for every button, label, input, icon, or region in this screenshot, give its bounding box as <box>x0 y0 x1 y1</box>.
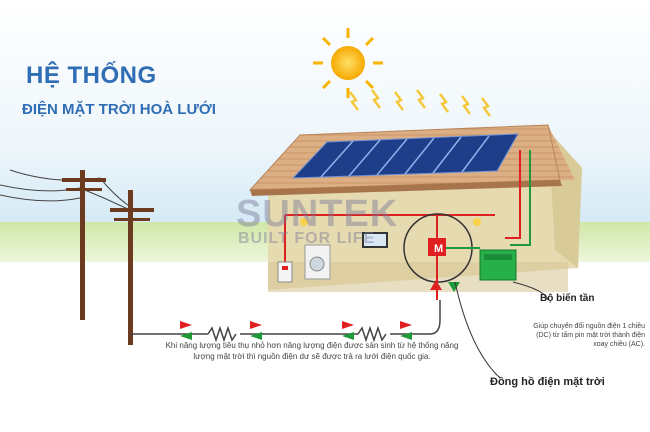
diagram-subtitle: ĐIỆN MẶT TRỜI HOÀ LƯỚI <box>22 101 216 118</box>
meter-symbol: M <box>434 243 443 255</box>
callout-lines <box>454 281 549 379</box>
breaker-box-icon <box>277 261 293 283</box>
watermark-slogan: BUILT FOR LIFE <box>238 230 376 247</box>
sun-rays <box>349 89 491 117</box>
appliance-icon <box>304 244 331 280</box>
utility-pole-left <box>62 170 106 320</box>
inverter-label: Bộ biến tần <box>540 293 595 304</box>
inverter-icon <box>479 249 517 281</box>
watermark-brand: SUNTEK <box>236 193 399 235</box>
lamp-icons <box>300 218 481 226</box>
meter-label: Đồng hồ điện mặt trời <box>490 376 605 388</box>
grid-connection-wire <box>130 300 441 343</box>
flow-arrows-grid <box>180 321 412 340</box>
solar-panel-array <box>291 133 519 179</box>
dc-wiring <box>284 150 531 262</box>
sun-icon <box>313 28 383 98</box>
tv-icon <box>362 232 388 248</box>
grid-note: Khi năng lượng tiêu thụ nhỏ hơn năng lượ… <box>165 341 459 361</box>
inverter-description: Giúp chuyển đổi nguồn điện 1 chiều (DC) … <box>533 323 645 348</box>
diagram-title: HỆ THỐNG <box>26 62 157 89</box>
flow-arrows-meter <box>430 280 460 292</box>
utility-pole-right <box>110 190 154 345</box>
solar-meter-icon <box>403 213 480 300</box>
